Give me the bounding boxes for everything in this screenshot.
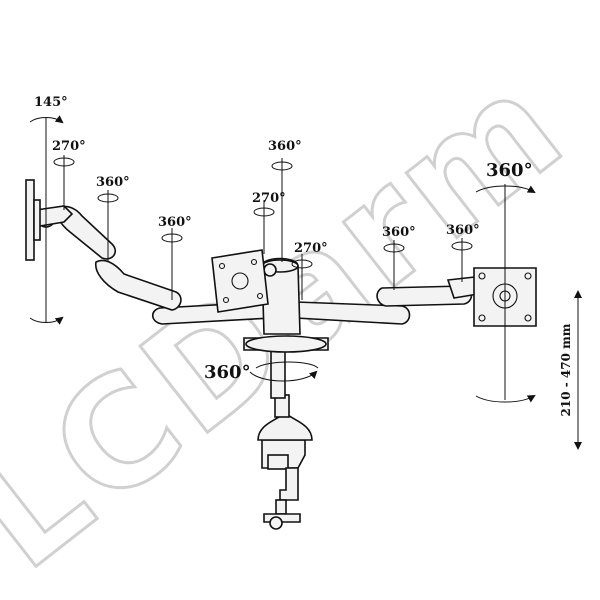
center-vesa-plate: [211, 249, 269, 313]
left-middle-arm: [94, 259, 182, 311]
center-hub: [243, 335, 329, 353]
pole-base-collar: [257, 394, 313, 441]
center-pole: [270, 347, 286, 399]
rot-left-arm2-label: 360°: [158, 215, 192, 230]
left-monitor-plate: [25, 179, 41, 261]
swivel-center-mount-label: 270°: [252, 191, 286, 206]
rot-left-arm1-label: 360°: [96, 175, 130, 190]
rot-right-arm-label: 360°: [382, 225, 416, 240]
height-range-label: 210 - 470 mm: [559, 323, 573, 416]
rot-center-top-label: 360°: [268, 139, 302, 154]
height-dimension: 210 - 470 mm: [559, 290, 582, 450]
tilt-label: 145°: [34, 95, 68, 110]
rot-right-mount-label: 360°: [446, 223, 480, 238]
rotation-arrows: [29, 115, 536, 403]
swivel-left-mount-label: 270°: [52, 139, 86, 154]
rotation-axes: [45, 118, 506, 400]
center-upright: [261, 257, 301, 335]
desk-clamp: [261, 439, 306, 530]
rotate-right-screen-label: 360°: [486, 160, 533, 181]
rot-base-label: 360°: [204, 362, 251, 383]
swivel-center-joint-label: 270°: [294, 241, 328, 256]
